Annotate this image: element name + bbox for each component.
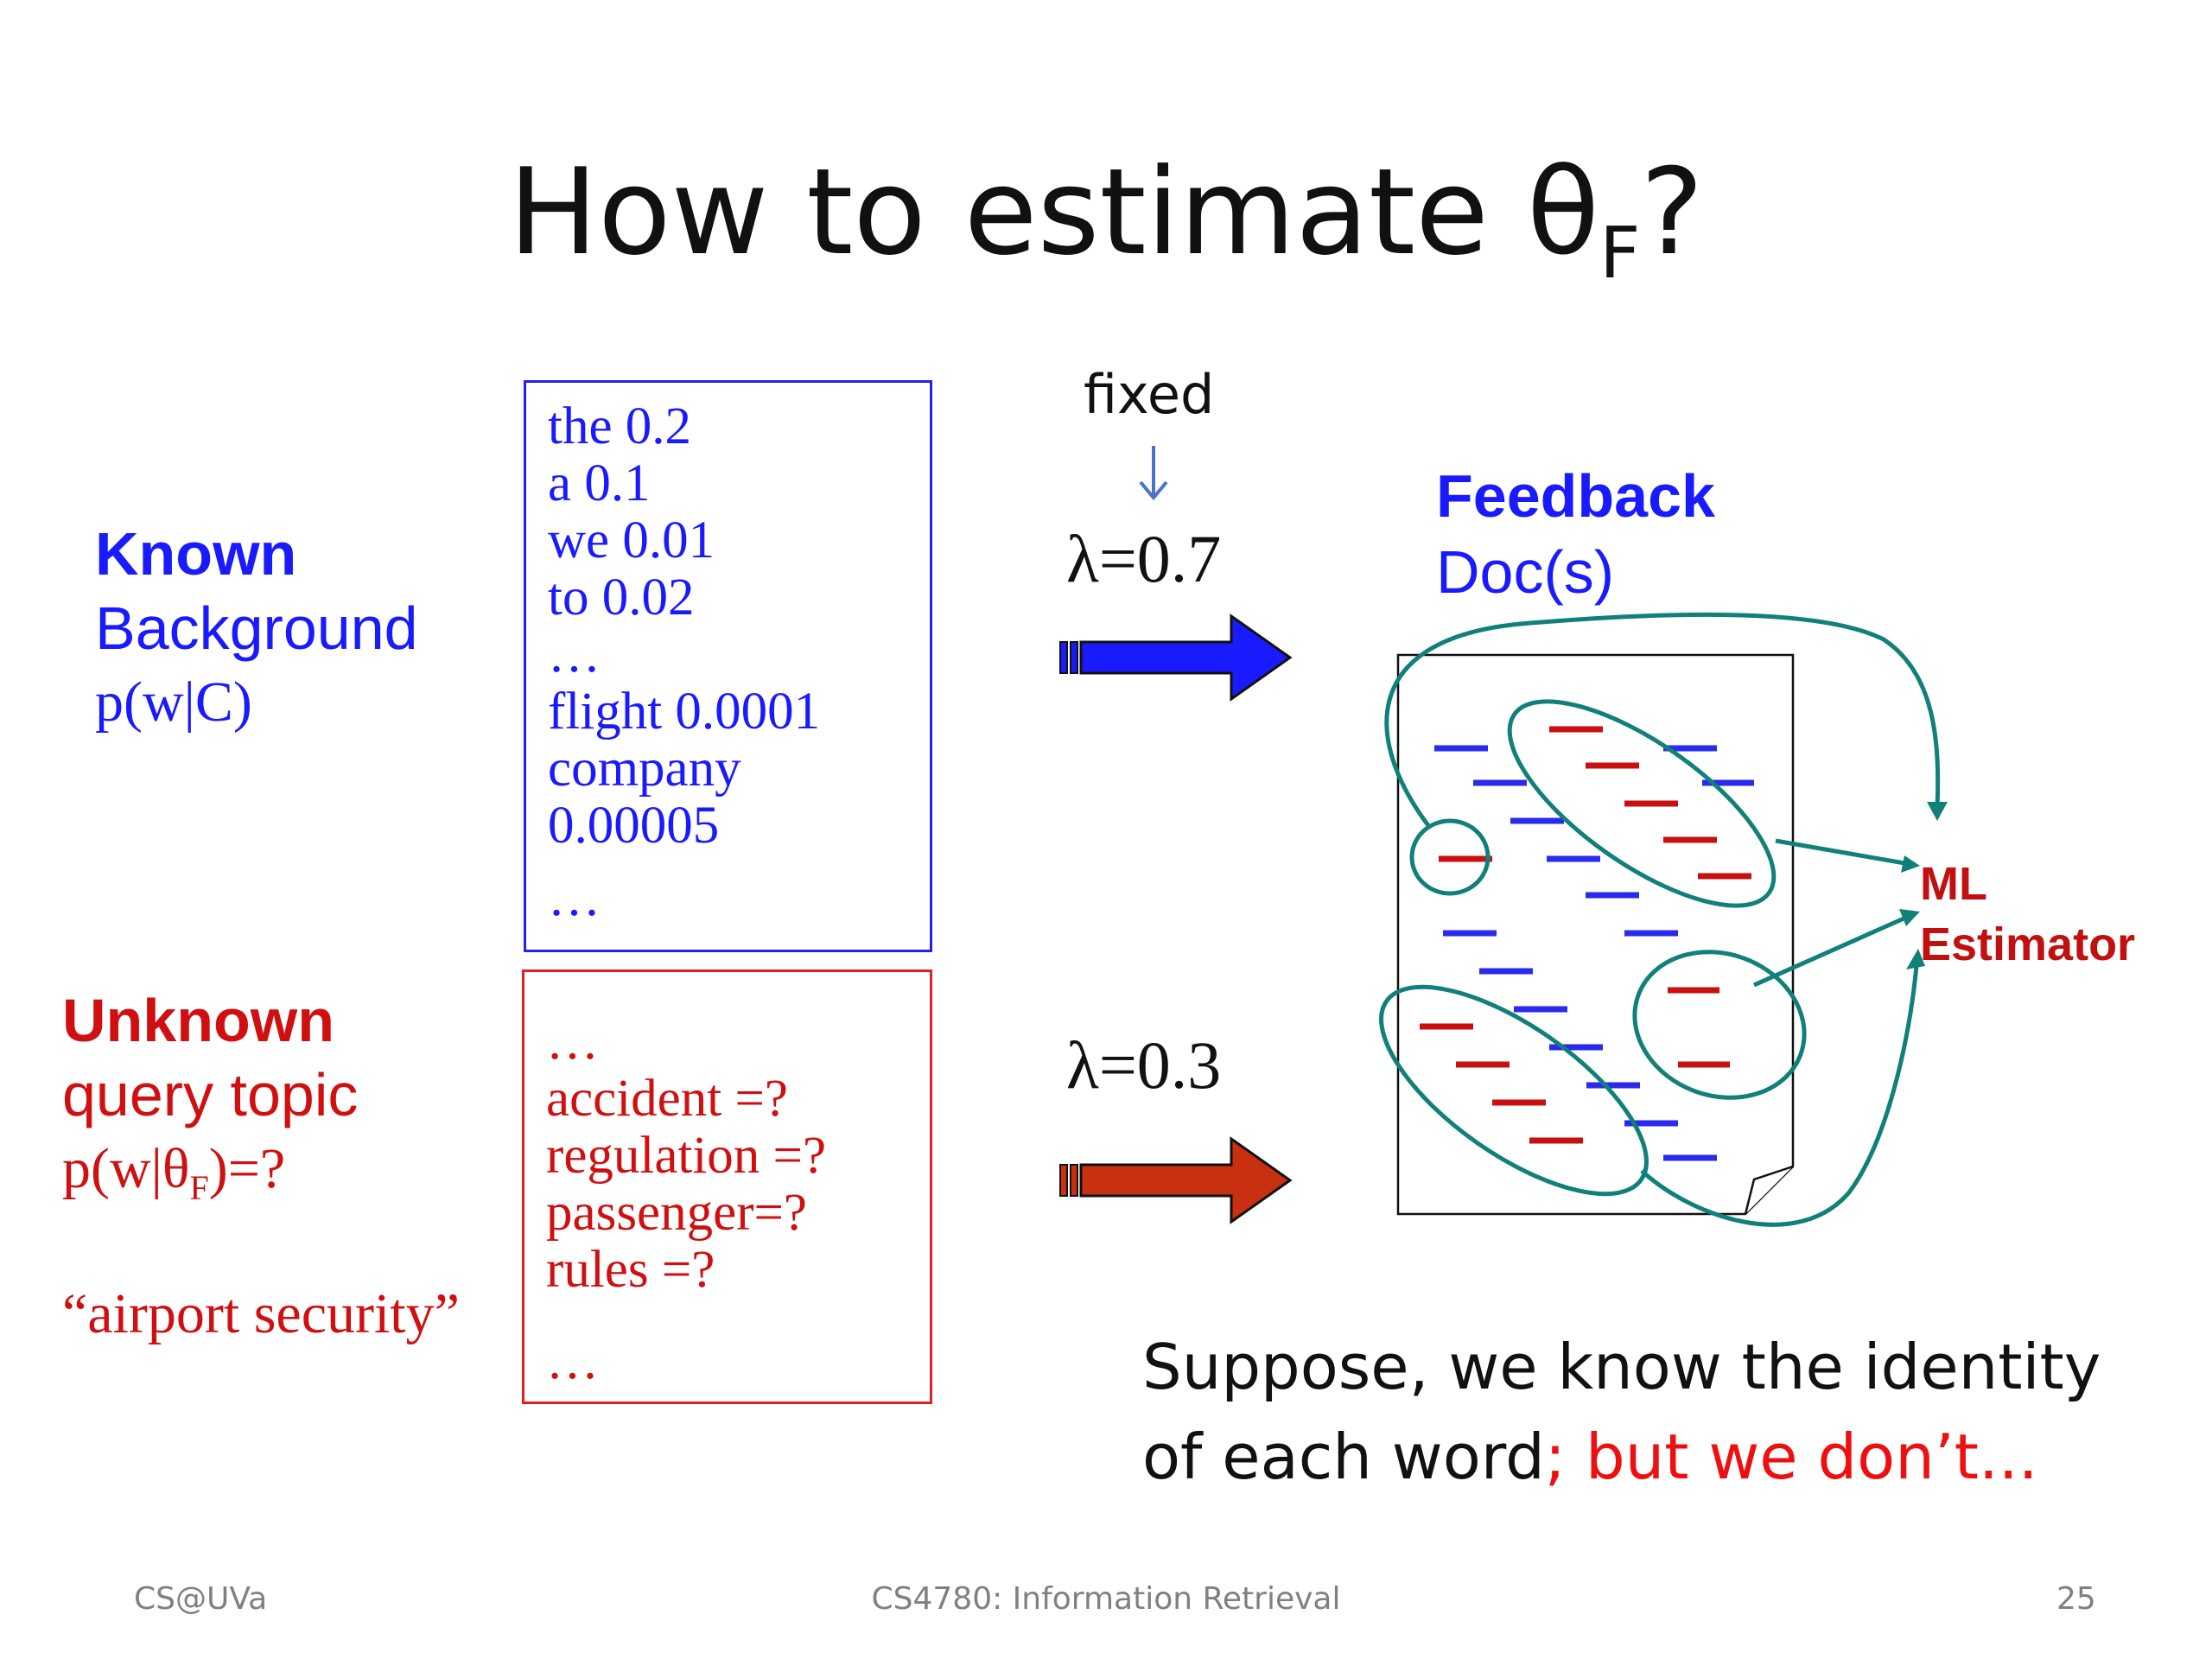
supposition-note: Suppose, we know the identity of each wo… [1142, 1322, 2162, 1502]
topic-word: regulation =? [546, 1127, 827, 1185]
topic-word: passenger=? [546, 1184, 807, 1242]
unknown-formula: p(w|θF)=? [62, 1132, 460, 1225]
fixed-down-arrow-icon [1139, 446, 1168, 501]
known-heading: Known [95, 520, 297, 588]
unknown-heading: Unknown [62, 987, 334, 1054]
topic-mix-arrow-icon [1059, 1136, 1293, 1224]
topic-word: … [546, 1332, 599, 1390]
title-end: ? [1640, 143, 1704, 282]
background-word: a 0.1 [548, 454, 651, 512]
page-curl [1744, 1165, 1794, 1215]
background-word-box: the 0.2 a 0.1 we 0.01 to 0.02 … flight 0… [524, 380, 932, 952]
footer-center: CS4780: Information Retrieval [871, 1581, 1341, 1617]
title-subscript: F [1599, 213, 1641, 295]
ml-text: ML [1920, 858, 1987, 910]
unknown-topic-label: Unknown query topic p(w|θF)=? “airport s… [62, 983, 460, 1351]
topic-word: accident =? [546, 1070, 788, 1128]
fixed-label: fixed [1084, 363, 1215, 426]
known-background-label: Known Background p(w|C) [95, 517, 418, 740]
footer-left: CS@UVa [134, 1581, 268, 1617]
feedback-document-diagram [1379, 612, 1948, 1227]
query-topic-text: query topic [62, 1061, 359, 1128]
known-background-text: Background [95, 594, 418, 662]
background-word: flight 0.0001 [548, 683, 821, 741]
formula-part: p(w|θ [62, 1137, 190, 1200]
known-formula: p(w|C) [95, 671, 252, 734]
topic-word: rules =? [546, 1241, 715, 1299]
feedback-heading: Feedback [1436, 462, 1715, 530]
title-text: How to estimate θ [508, 143, 1600, 282]
background-word: company [548, 740, 741, 798]
topic-word-dashes [1420, 726, 1751, 1144]
topic-word: … [546, 1013, 599, 1071]
note-red-text: ; but we don’t... [1544, 1421, 2038, 1493]
background-word: 0.00005 [548, 797, 720, 855]
feedback-doc-label: Feedback Doc(s) [1436, 458, 1715, 610]
feedback-docs-text: Doc(s) [1436, 538, 1615, 606]
estimation-arrows [1384, 612, 1941, 1227]
slide-title: How to estimate θF? [0, 143, 2212, 295]
formula-end: )=? [208, 1137, 286, 1200]
topic-word-box: … accident =? regulation =? passenger=? … [522, 969, 932, 1404]
background-word-dashes [1434, 745, 1754, 1161]
background-word-list: the 0.2 a 0.1 we 0.01 to 0.02 … flight 0… [526, 383, 930, 927]
arrowheads [1899, 802, 1948, 969]
background-word: to 0.02 [548, 569, 695, 626]
topic-word-list: … accident =? regulation =? passenger=? … [524, 972, 930, 1390]
selection-ellipses [1379, 699, 1807, 1197]
background-word: the 0.2 [548, 397, 692, 455]
slide-number: 25 [2056, 1581, 2096, 1617]
lambda-background: λ=0.7 [1066, 521, 1222, 596]
background-mix-arrow-icon [1059, 613, 1293, 702]
formula-subscript: F [189, 1168, 209, 1208]
estimator-text: Estimator [1920, 918, 2136, 970]
ml-estimator-label: ML Estimator [1920, 854, 2135, 975]
background-word: … [548, 869, 601, 927]
lambda-topic: λ=0.3 [1066, 1027, 1222, 1103]
background-word: … [548, 626, 601, 683]
note-black-text: Suppose, we know the identity of each wo… [1142, 1331, 2101, 1493]
background-word: we 0.01 [548, 512, 715, 569]
query-text: “airport security” [62, 1282, 460, 1346]
